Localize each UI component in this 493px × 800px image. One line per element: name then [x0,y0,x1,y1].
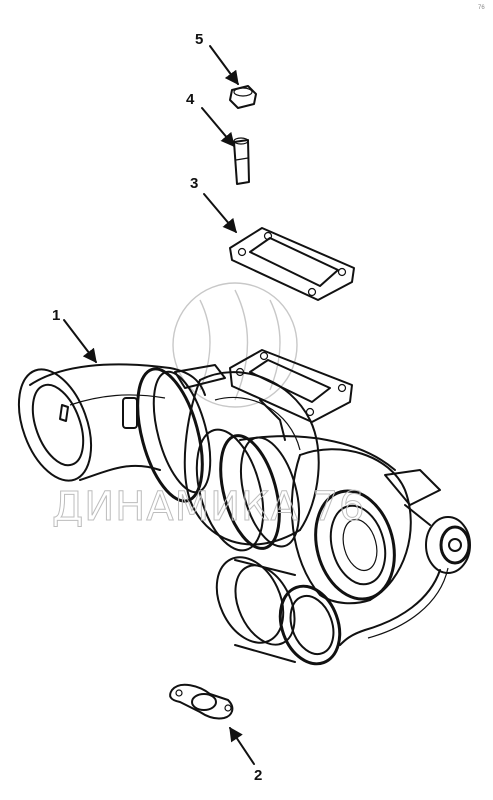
outlet-hose [215,556,342,666]
watermark-text: ДИНАМИКА 76 [52,484,365,530]
corner-mark: 76 [478,5,485,11]
callout-5: 5 [195,31,203,48]
part-3-gasket [229,227,355,301]
callout-3: 3 [190,175,198,192]
callout-1: 1 [52,307,60,324]
turbine-housing [183,349,353,546]
leader-arrows [63,45,255,765]
part-4-stud [233,137,250,185]
center-housing [195,428,396,552]
v-band-clamp [136,364,226,503]
callout-2: 2 [254,767,262,784]
callout-4: 4 [186,91,195,108]
part-5-nut [229,85,257,109]
wastegate-actuator [339,469,471,646]
part-2-gasket [169,683,234,720]
watermark-logo [172,282,298,408]
compressor-housing [290,448,412,605]
